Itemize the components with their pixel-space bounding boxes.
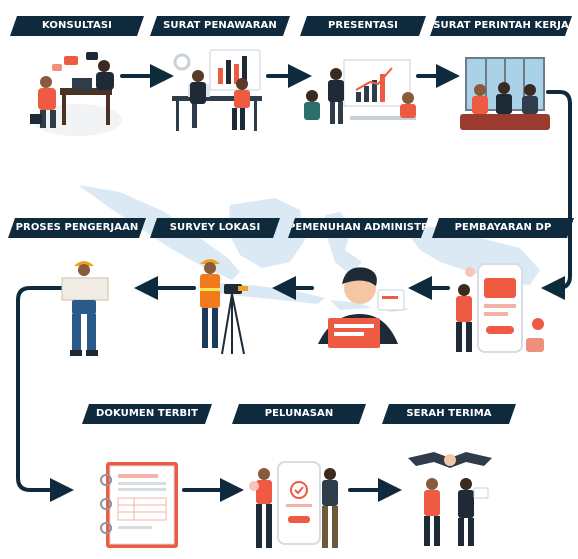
consultation-illustration [30, 52, 122, 136]
step-label-serah-terima: SERAH TERIMA [382, 404, 516, 424]
step-label-pembayaran-dp: PEMBAYARAN DP [432, 218, 574, 238]
offer-letter-illustration [172, 49, 262, 131]
step-label-proses-pengerjaan: PROSES PENGERJAAN [8, 218, 146, 238]
administration-documents-illustration [318, 267, 405, 348]
step-label-dokumen-terbit: DOKUMEN TERBIT [82, 404, 212, 424]
presentation-illustration [304, 59, 416, 124]
handover-illustration [408, 452, 492, 546]
arrow-4-5 [541, 90, 572, 300]
step-label-presentasi: PRESENTASI [300, 16, 426, 36]
step-label-konsultasi: KONSULTASI [10, 16, 144, 36]
step-label-survey-lokasi: SURVEY LOKASI [150, 218, 280, 238]
step-label-surat-penawaran: SURAT PENAWARAN [150, 16, 290, 36]
step-label-pemenuhan-administrasi: PEMENUHAN ADMINISTRASI [288, 218, 428, 238]
payment-settlement-illustration [249, 461, 338, 548]
step-label-pelunasan: PELUNASAN [232, 404, 366, 424]
surveyor-illustration [200, 259, 248, 355]
worker-blueprint-illustration [61, 261, 109, 356]
work-order-meeting-illustration [460, 57, 550, 130]
arrow-8-9 [16, 286, 74, 502]
payment-phone-illustration [456, 263, 544, 353]
step-label-surat-perintah-kerja: SURAT PERINTAH KERJA [430, 16, 572, 36]
document-binder-illustration [100, 462, 178, 548]
